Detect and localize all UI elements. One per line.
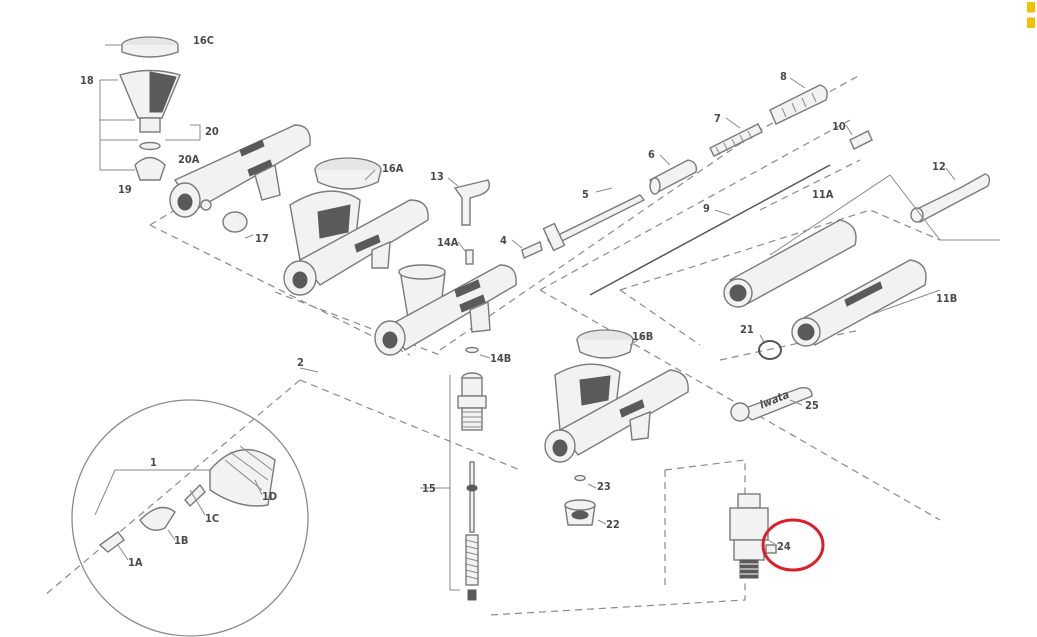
side-cap-17 — [222, 211, 248, 233]
label-14a: 14A — [437, 236, 459, 249]
nozzle-1c — [184, 483, 206, 508]
corner-mark — [1027, 2, 1035, 28]
cup-plug-19 — [134, 156, 166, 181]
label-6: 6 — [648, 148, 655, 161]
valve-22-23 — [564, 474, 596, 526]
label-22: 22 — [606, 518, 620, 531]
head-cap-1d — [209, 448, 276, 507]
nozzle-detail-circle — [71, 399, 309, 637]
nozzle-cap-1a — [98, 531, 125, 553]
label-12: 12 — [932, 160, 946, 173]
label-16b: 16B — [632, 330, 653, 343]
label-1c: 1C — [205, 512, 219, 525]
label-20: 20 — [205, 125, 219, 138]
label-16c: 16C — [193, 34, 214, 47]
label-24: 24 — [777, 540, 791, 553]
label-14b: 14B — [490, 352, 511, 365]
label-25: 25 — [805, 399, 819, 412]
airbrush-body-top — [169, 124, 311, 233]
label-1b: 1B — [174, 534, 188, 547]
label-23: 23 — [597, 480, 611, 493]
label-9: 9 — [703, 202, 710, 215]
valve-assembly-15 — [440, 372, 487, 601]
chuck-6 — [648, 159, 698, 193]
label-16a: 16A — [382, 162, 404, 175]
callout-labels: 16C 18 20 20A 19 17 16A 13 14A 4 5 6 7 8… — [80, 34, 957, 569]
guide-8 — [769, 84, 828, 125]
label-18: 18 — [80, 74, 94, 87]
airbrush-body-center — [374, 264, 517, 356]
label-21: 21 — [740, 323, 754, 336]
label-1d: 1D — [262, 490, 277, 503]
label-15: 15 — [422, 482, 436, 495]
label-8: 8 — [780, 70, 787, 83]
label-5: 5 — [582, 188, 589, 201]
airbrush-body-16a — [283, 157, 429, 296]
o-ring-20a — [139, 141, 161, 151]
needle-chucking-parts — [521, 84, 991, 259]
nut-10 — [849, 130, 873, 150]
o-ring-14b — [465, 346, 479, 354]
label-7: 7 — [714, 112, 721, 125]
label-13: 13 — [430, 170, 444, 183]
label-leaders — [117, 77, 956, 561]
label-11a: 11A — [812, 188, 834, 201]
handle-11a — [729, 219, 857, 306]
quick-connector-24 — [729, 493, 777, 579]
label-2: 2 — [297, 356, 304, 369]
label-19: 19 — [118, 183, 132, 196]
label-11b: 11B — [936, 292, 957, 305]
handle-11b — [799, 259, 927, 346]
piston-5 — [546, 194, 646, 247]
label-1: 1 — [150, 456, 157, 469]
nozzle-1b — [139, 506, 176, 531]
needle-guide-4 — [521, 241, 543, 259]
o-ring-21 — [758, 340, 782, 360]
label-1a: 1A — [128, 556, 143, 569]
label-17: 17 — [255, 232, 269, 245]
needle-9 — [589, 164, 831, 296]
label-20a: 20A — [178, 153, 200, 166]
handle-adjust-12 — [914, 173, 991, 223]
trigger-13 — [453, 179, 491, 265]
cup-assembly-18 — [99, 36, 201, 181]
label-4: 4 — [500, 234, 507, 247]
highlight-circle-24 — [761, 518, 825, 572]
label-10: 10 — [832, 120, 846, 133]
airbrush-body-16b — [544, 329, 689, 463]
handles-11 — [723, 174, 1000, 347]
